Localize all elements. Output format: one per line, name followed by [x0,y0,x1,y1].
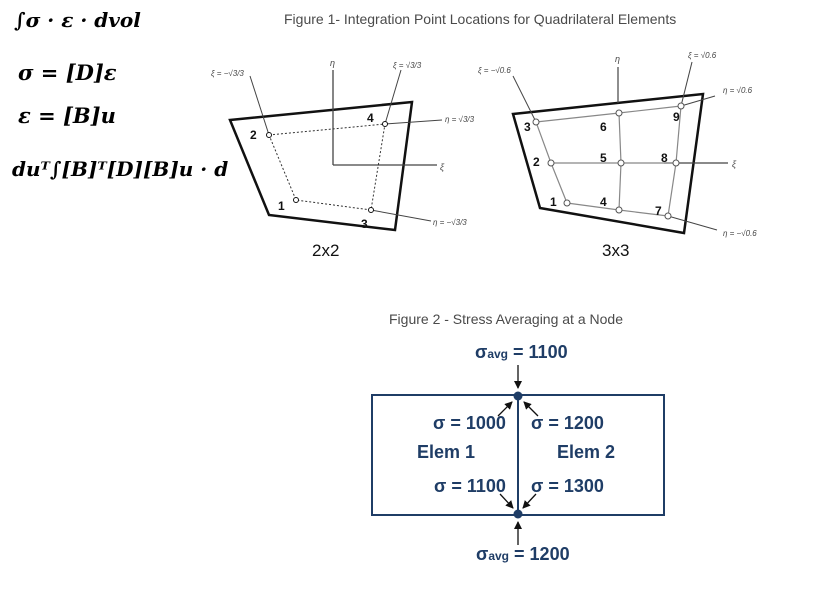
strain-energy-equation: ∫σ · ε · dvol [14,8,141,32]
arrow-e2-bottom [522,493,537,509]
sigma-elem1-top: σ = 1000 [433,413,506,433]
gauss-point-4 [615,206,623,214]
xi-neg06-label: ξ = −√0.6 [478,66,511,75]
elem2-label: Elem 2 [557,442,616,462]
stiffness-equation: duᵀ∫[B]ᵀ[D][B]u · d [12,157,229,181]
eta-label-2x2: η [330,58,335,68]
sigma-avg-top: σavg = 1100 [475,342,568,362]
stress-equation: σ = [D]ε [18,60,117,85]
eta-pos06-label: η = √0.6 [723,86,753,95]
gauss-point-4 [382,121,388,127]
bottom-node [513,509,523,519]
sigma-elem1-bottom: σ = 1100 [434,476,506,496]
gauss-point-1 [293,197,299,203]
eta-label-3x3: η [615,54,620,64]
eta-neg06-label: η = −√0.6 [723,229,757,238]
figure1-title: Figure 1- Integration Point Locations fo… [284,11,677,27]
sigma-elem2-top: σ = 1200 [531,413,604,433]
label-2x2: 2x2 [312,241,340,260]
point-label-3: 3 [361,217,368,231]
element-3x3-outline [511,92,705,235]
sigma-elem2-bottom: σ = 1300 [531,476,604,496]
gauss-point-6 [615,109,623,117]
point-label-2: 2 [533,155,540,169]
arrow-e1-top [497,401,513,417]
point-label-7: 7 [655,204,662,218]
gauss-point-2 [266,132,272,138]
leader-eta-neg06 [667,215,718,231]
strain-equation: ε = [B]u [18,103,116,128]
element-2x2-outline [228,100,414,232]
xi-pos06-label: ξ = √0.6 [688,51,717,60]
point-label-4: 4 [600,195,607,209]
leader-eta-pos06 [680,95,716,107]
arrow-e1-bottom [499,493,514,509]
quad-2x2-diagram: η ξ 2 4 3 1 ξ = −√3/3 ξ = √3/3 η = √3/3 … [211,58,475,232]
sigma-avg-bottom: σavg = 1200 [476,544,570,564]
point-label-6: 6 [600,120,607,134]
leader-xi-neg [249,75,270,136]
leader-eta-pos [384,119,443,125]
top-node [513,391,523,401]
quad-3x3-diagram: η ξ 3 6 9 2 5 8 1 4 7 ξ = −√0.6 ξ = √0.6… [478,51,757,238]
xi-label-3x3: ξ [732,159,737,169]
gauss-point-9 [677,102,685,110]
leader-xi-pos [384,69,402,125]
point-label-3: 3 [524,120,531,134]
label-3x3: 3x3 [602,241,630,260]
eta-pos-label: η = √3/3 [445,115,475,124]
gauss-point-5 [617,159,625,167]
point-label-8: 8 [661,151,668,165]
arrow-e2-top [523,401,539,417]
gauss-point-8 [672,159,680,167]
point-label-9: 9 [673,110,680,124]
point-label-4: 4 [367,111,374,125]
xi-pos-label: ξ = √3/3 [393,61,422,70]
xi-label-2x2: ξ [440,162,445,172]
eta-neg-label: η = −√3/3 [433,218,467,227]
leader-eta-neg [370,209,432,222]
gauss-quad-2x2 [268,123,386,211]
leader-xi-neg06 [512,75,537,123]
xi-neg-label: ξ = −√3/3 [211,69,244,78]
gauss-point-1 [563,199,571,207]
gauss-point-7 [664,212,672,220]
point-label-1: 1 [278,199,285,213]
point-label-1: 1 [550,195,557,209]
elem1-label: Elem 1 [417,442,476,462]
stress-averaging-diagram [371,365,665,545]
gauss-point-3 [532,118,540,126]
gauss-point-2 [547,159,555,167]
point-label-2: 2 [250,128,257,142]
leader-xi-pos06 [680,61,693,107]
figure2-title: Figure 2 - Stress Averaging at a Node [389,311,623,327]
gauss-point-3 [368,207,374,213]
point-label-5: 5 [600,151,607,165]
